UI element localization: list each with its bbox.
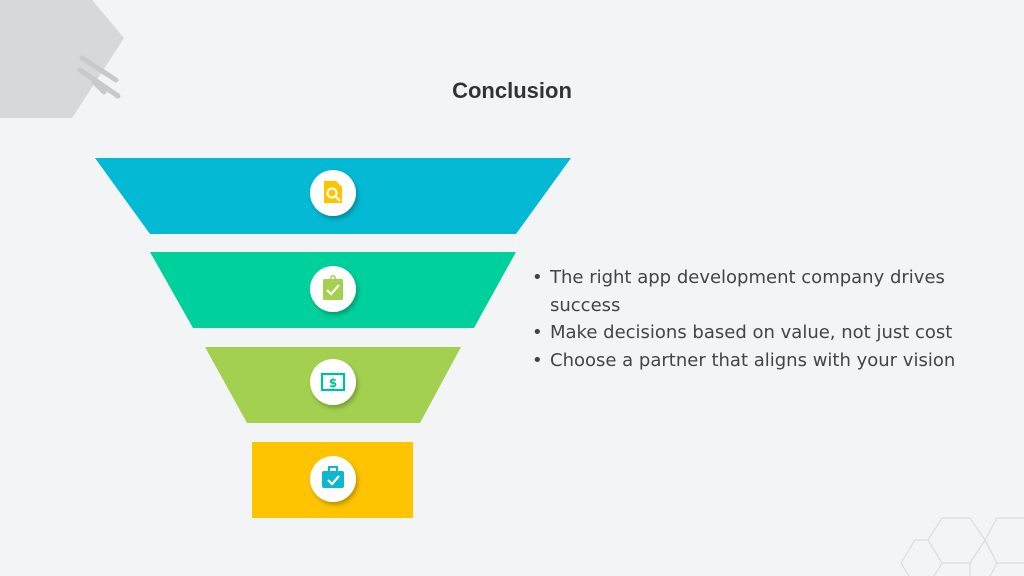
money-bill-icon: $	[310, 359, 356, 405]
hexagon-decoration-top-left	[0, 0, 124, 118]
clipboard-check-icon	[310, 266, 356, 312]
bullet-item: Make decisions based on value, not just …	[530, 319, 1000, 347]
slide-title: Conclusion	[452, 78, 572, 103]
briefcase-check-icon	[310, 456, 356, 502]
hexagon-pattern-bottom-right	[900, 517, 1024, 576]
svg-text:$: $	[329, 376, 337, 390]
bullet-item: The right app development company drives…	[530, 264, 1000, 319]
document-search-icon	[310, 170, 356, 216]
bullet-list: The right app development company drives…	[530, 264, 1000, 374]
bullet-item: Choose a partner that aligns with your v…	[530, 347, 1000, 375]
